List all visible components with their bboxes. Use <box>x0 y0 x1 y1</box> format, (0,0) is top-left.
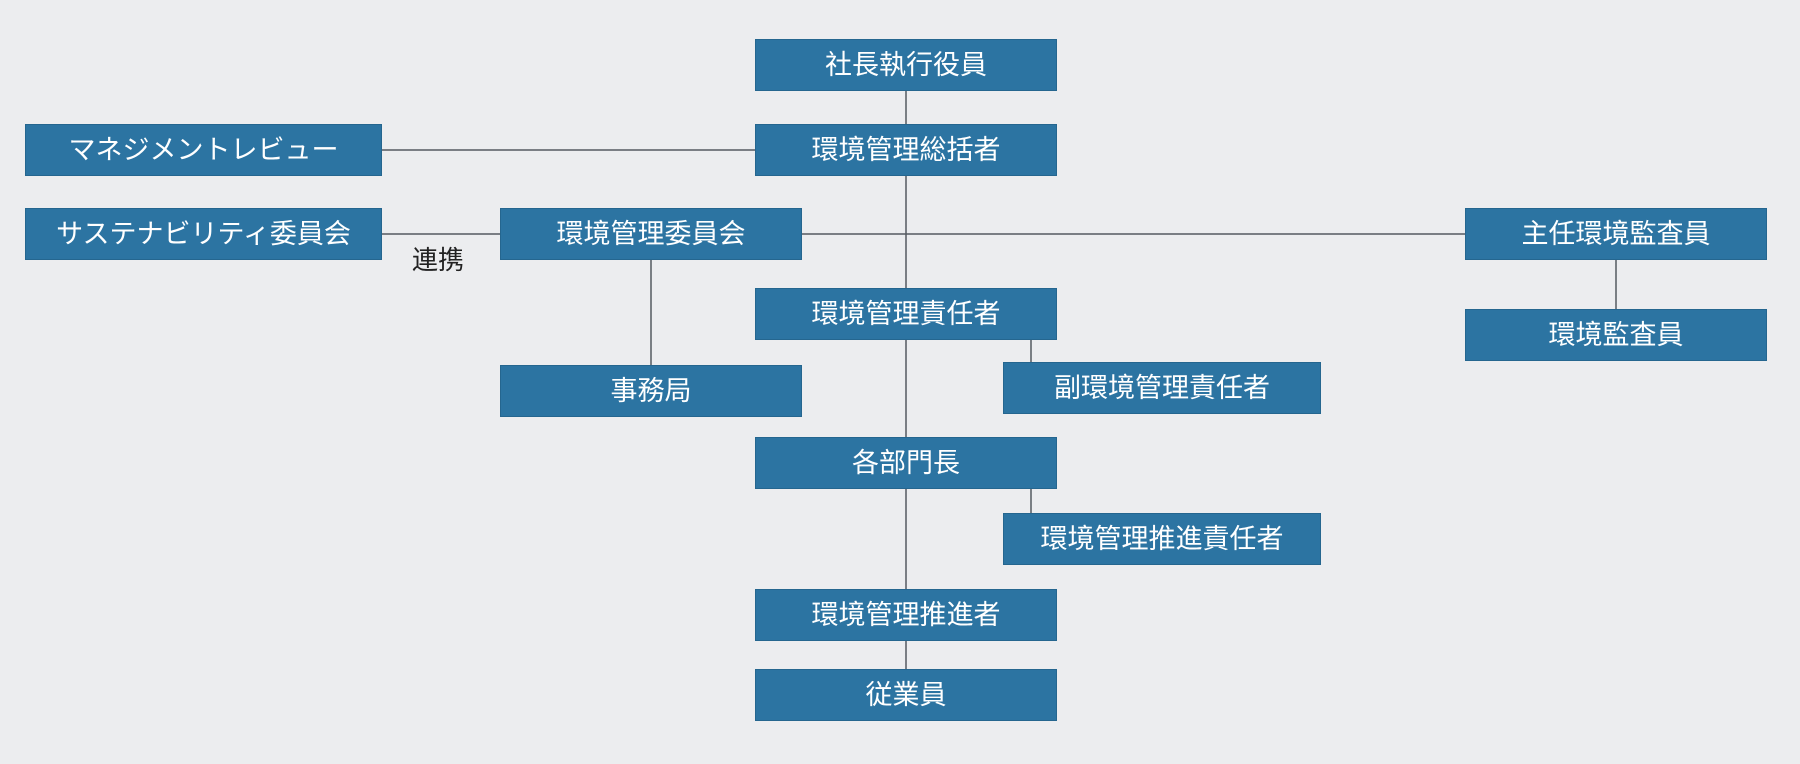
lead-auditor-box: 主任環境監査員 <box>1465 208 1767 260</box>
general-manager-box: 環境管理総括者 <box>755 124 1057 176</box>
ceo-box: 社長執行役員 <box>755 39 1057 91</box>
auditor-box: 環境監査員 <box>1465 309 1767 361</box>
deputy-manager-box: 副環境管理責任者 <box>1003 362 1321 414</box>
promotion-manager-box: 環境管理推進責任者 <box>1003 513 1321 565</box>
sustainability-committee-box: サステナビリティ委員会 <box>25 208 382 260</box>
env-committee-box: 環境管理委員会 <box>500 208 802 260</box>
cooperation-label: 連携 <box>412 246 465 276</box>
management-review-box: マネジメントレビュー <box>25 124 382 176</box>
promoter-box: 環境管理推進者 <box>755 589 1057 641</box>
secretariat-box: 事務局 <box>500 365 802 417</box>
dept-heads-box: 各部門長 <box>755 437 1057 489</box>
employees-box: 従業員 <box>755 669 1057 721</box>
env-manager-box: 環境管理責任者 <box>755 288 1057 340</box>
